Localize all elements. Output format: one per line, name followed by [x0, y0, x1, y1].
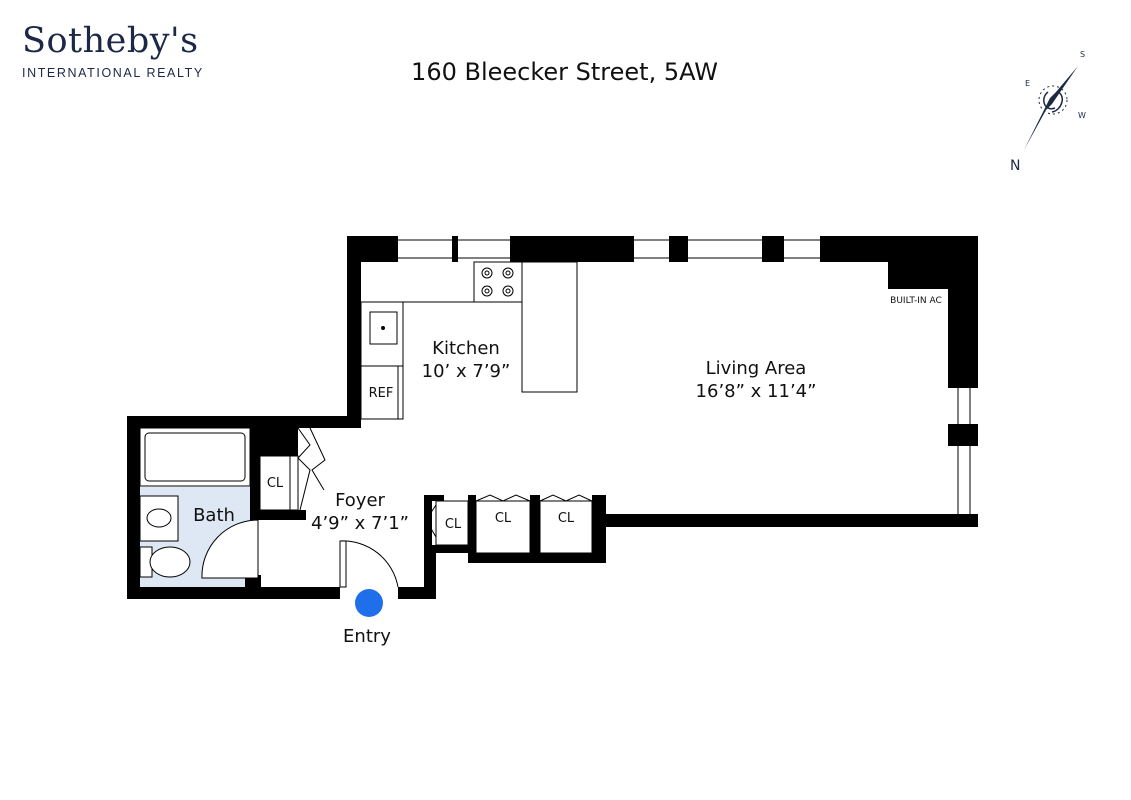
closet-label-2: CL [558, 511, 575, 526]
brand-tagline: INTERNATIONAL REALTY [22, 66, 204, 80]
kitchen-label: Kitchen [432, 338, 500, 359]
doors [201, 427, 593, 588]
kitchen-island [521, 261, 578, 393]
small-closet [435, 500, 469, 546]
closet-label-1: CL [495, 511, 512, 526]
kitchen-counters [360, 261, 578, 420]
foyer-dims: 4’9” x 7’1” [311, 513, 409, 534]
compass-west-label: W [1078, 111, 1086, 120]
windows [398, 239, 971, 514]
ref-label: REF [369, 386, 394, 401]
kitchen-dims: 10’ x 7’9” [422, 361, 511, 382]
closet-1 [475, 500, 531, 554]
brand-logo: Sotheby's INTERNATIONAL REALTY [22, 22, 204, 80]
compass-south-label: S [1080, 50, 1085, 59]
compass-north-label: N [1010, 158, 1020, 174]
ac-label: BUILT-IN AC [890, 296, 942, 306]
walls [127, 236, 978, 599]
closet-label-small: CL [445, 517, 462, 532]
entry-marker-icon [355, 589, 383, 617]
toilet [149, 546, 191, 578]
refrigerator [360, 365, 404, 420]
foyer-label: Foyer [335, 490, 385, 511]
foyer-closet [259, 455, 299, 511]
stove [473, 261, 523, 303]
listing-title-text: 160 Bleecker Street, 5AW [411, 58, 718, 86]
entry-label: Entry [343, 626, 391, 647]
closet-label-foyer: CL [267, 476, 284, 491]
listing-title: 160 Bleecker Street, 5AW [0, 58, 1131, 86]
brand-name: Sotheby's [22, 21, 199, 61]
closet-2 [539, 500, 593, 554]
compass-icon: S E W N [1010, 50, 1086, 174]
bathtub [144, 432, 246, 482]
living-dims: 16’8” x 11’4” [696, 381, 817, 402]
bath-label: Bath [193, 505, 235, 526]
bath-fixtures [139, 427, 251, 578]
compass-east-label: E [1025, 79, 1030, 88]
living-label: Living Area [706, 358, 807, 379]
